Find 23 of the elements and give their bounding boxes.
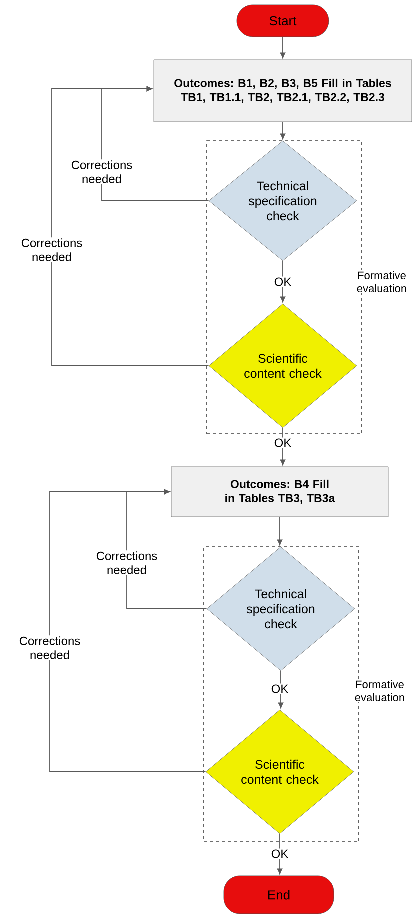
arrow: [277, 834, 283, 875]
process-box: Outcomes: B1, B2, B3, B5 Fill in Tables TB1, TB1.1, TB2, TB2.1, TB2.2, TB2.3: [154, 60, 412, 122]
arrow: [52, 86, 210, 366]
edge-label: Corrections needed: [93, 550, 161, 576]
arrow: [280, 36, 286, 59]
group-label: Formative evaluation: [352, 270, 412, 294]
edge-label: Corrections needed: [68, 160, 136, 184]
group-label: Formative evaluation: [350, 679, 410, 703]
edge-label: OK: [270, 848, 290, 860]
arrow: [280, 122, 286, 140]
startend-terminal: Start: [236, 4, 330, 38]
arrow: [277, 516, 283, 546]
process-box: Outcomes: B4 Fill in Tables TB3, TB3a: [171, 466, 389, 518]
edge-label: OK: [270, 684, 290, 694]
arrow: [278, 670, 284, 709]
edge-label: OK: [273, 438, 293, 448]
edge-label: OK: [273, 276, 293, 288]
edge-label: Corrections needed: [16, 636, 84, 660]
startend-terminal: End: [224, 876, 334, 914]
edge-label: Corrections needed: [18, 238, 86, 262]
arrow: [50, 489, 206, 772]
arrow: [280, 260, 286, 303]
arrow: [280, 428, 286, 466]
